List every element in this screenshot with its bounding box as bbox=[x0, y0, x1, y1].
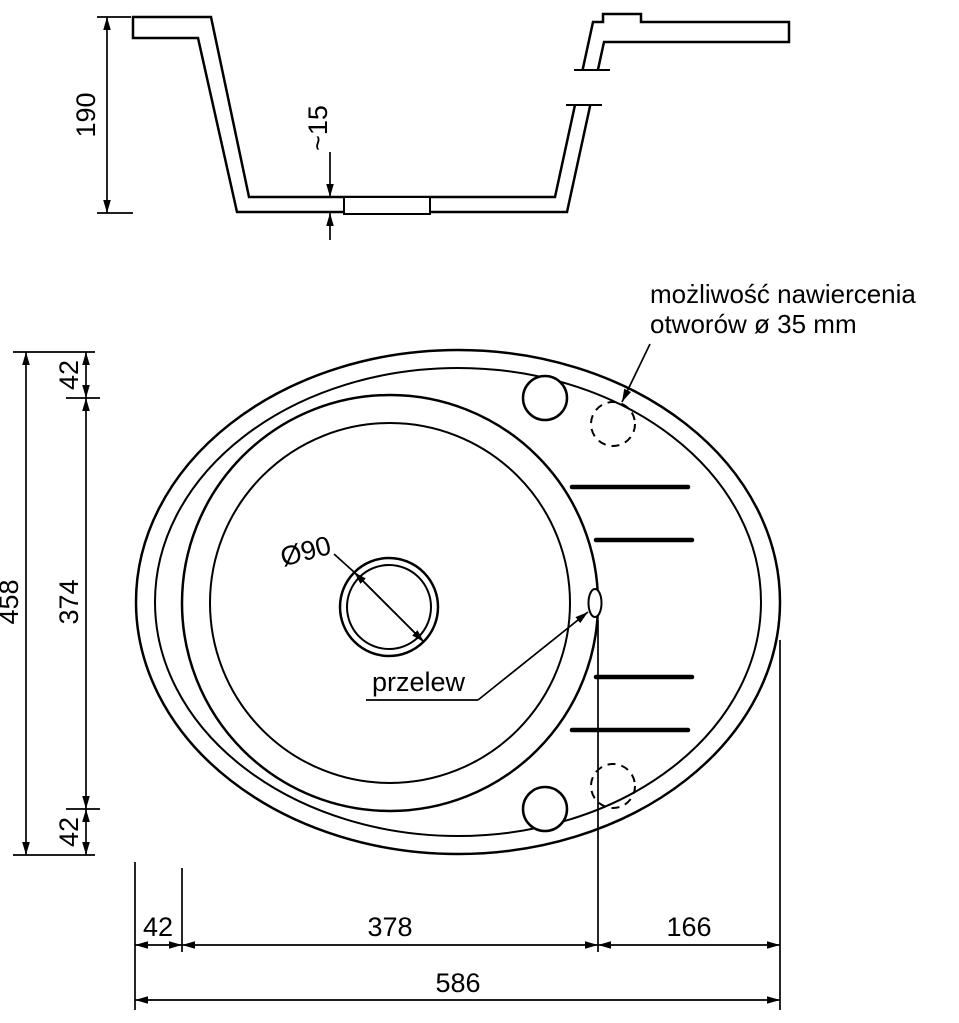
dimension-depth-190: 190 bbox=[71, 16, 133, 214]
dim-label-166: 166 bbox=[666, 912, 711, 942]
sink-outer-edge bbox=[134, 348, 782, 856]
optional-drill-hole-bottom bbox=[590, 763, 636, 809]
dim-label-378: 378 bbox=[367, 912, 412, 942]
plan-dimensions: 458 42 374 42 42 378 166 586 bbox=[0, 351, 781, 1010]
drill-note-line1: możliwość nawiercenia bbox=[650, 279, 916, 309]
drain-dim-tail bbox=[333, 553, 355, 573]
bowl-outer-edge bbox=[180, 393, 600, 813]
dimension-thickness-15: ~15 bbox=[303, 105, 334, 240]
drain-outer-edge bbox=[338, 556, 440, 658]
dim-label-458: 458 bbox=[0, 579, 24, 624]
drill-note-leader bbox=[621, 343, 651, 403]
dim-label-374: 374 bbox=[54, 579, 84, 624]
dim-label-42-left: 42 bbox=[143, 912, 173, 942]
overflow-leader bbox=[477, 611, 589, 701]
drain-recess bbox=[343, 196, 431, 215]
optional-drill-hole-top bbox=[590, 401, 636, 447]
dim-label-586: 586 bbox=[435, 968, 480, 998]
faucet-hole-bottom bbox=[521, 785, 569, 833]
drill-note: możliwość nawiercenia otworów ø 35 mm bbox=[621, 279, 916, 403]
dim-label-42-bottom: 42 bbox=[54, 817, 84, 847]
drill-note-line2: otworów ø 35 mm bbox=[650, 309, 857, 339]
sink-inner-edge bbox=[154, 367, 762, 837]
overflow-label: przelew bbox=[372, 667, 466, 697]
plan-view: możliwość nawiercenia otworów ø 35 mm Ø9… bbox=[134, 279, 916, 856]
bowl-inner-edge bbox=[209, 422, 571, 784]
dim-label-190: 190 bbox=[71, 92, 101, 137]
overflow-hole bbox=[587, 588, 603, 618]
drain-diameter-label: Ø90 bbox=[277, 530, 334, 572]
dim-label-15: ~15 bbox=[303, 105, 333, 151]
overflow-callout: przelew bbox=[366, 611, 589, 701]
dim-label-42-top: 42 bbox=[54, 360, 84, 390]
drain-dim-arrow-lower bbox=[353, 571, 425, 643]
wall-break bbox=[564, 70, 612, 105]
drain-inner-edge bbox=[346, 564, 432, 650]
section-view: 190 ~15 bbox=[71, 12, 791, 240]
faucet-hole-top bbox=[521, 374, 569, 422]
sink-section-outline bbox=[131, 12, 791, 214]
